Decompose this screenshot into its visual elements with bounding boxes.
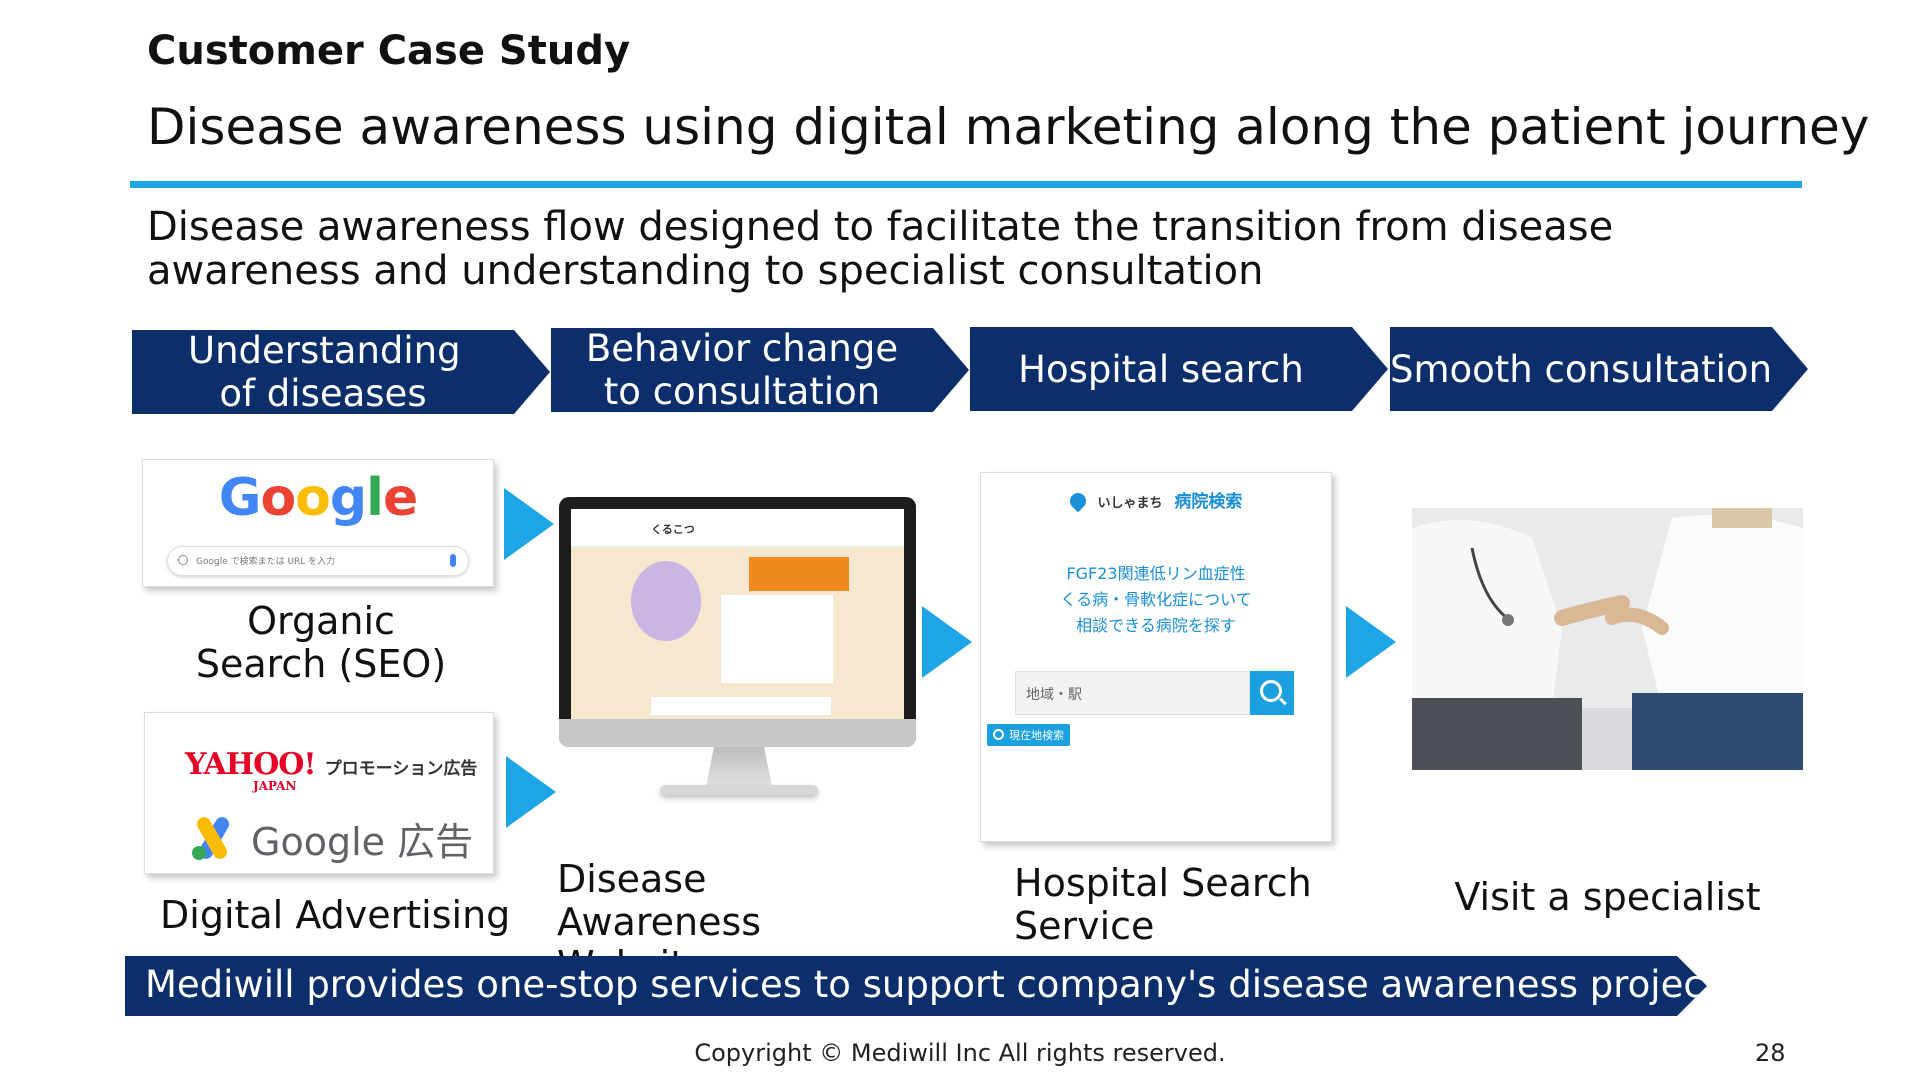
hero-footer-strip <box>651 697 831 715</box>
current-location-button[interactable]: 現在地検索 <box>987 724 1070 746</box>
brand-small-text: いしゃまち <box>1097 496 1163 511</box>
website-logo: くるこつ <box>651 523 695 536</box>
search-icon <box>178 555 188 565</box>
step-label: Smooth consultation <box>1390 347 1773 391</box>
step-label: Behavior change to consultation <box>585 327 899 413</box>
website-header: くるこつ <box>571 509 904 547</box>
page-number: 28 <box>1755 1039 1786 1067</box>
monitor-chin <box>559 719 916 747</box>
caption-digital-advertising: Digital Advertising <box>160 893 511 937</box>
microphone-icon <box>450 554 456 567</box>
google-search-card: Google Google で検索または URL を入力 <box>142 459 494 587</box>
slide-title: Disease awareness using digital marketin… <box>147 98 1870 156</box>
consultation-photo <box>1412 508 1803 770</box>
slide-kicker: Customer Case Study <box>147 28 631 74</box>
step-smooth-consultation: Smooth consultation <box>1390 327 1808 411</box>
hospital-search-heading: FGF23関連低リン血症性 くる病・骨軟化症について 相談できる病院を探す <box>981 561 1331 639</box>
google-logo: Google <box>218 468 419 528</box>
website-monitor: くるこつ <box>559 497 916 747</box>
yahoo-japan-text: JAPAN <box>253 779 297 793</box>
ads-card: YAHOO! JAPAN プロモーション広告 Google 広告 <box>144 712 494 874</box>
location-icon <box>993 729 1004 740</box>
google-search-box: Google で検索または URL を入力 <box>167 546 469 576</box>
hospital-search-brand: いしゃまち 病院検索 <box>981 487 1331 513</box>
copyright-text: Copyright © Mediwill Inc All rights rese… <box>694 1039 1226 1067</box>
brand-text: 病院検索 <box>1174 492 1243 512</box>
caption-visit-specialist: Visit a specialist <box>1454 875 1761 919</box>
google-ads-icon <box>192 816 229 860</box>
caption-organic-search: Organic Search (SEO) <box>195 599 447 686</box>
hero-info-card <box>721 595 833 683</box>
title-divider <box>130 181 1802 188</box>
yahoo-promo-text: プロモーション広告 <box>324 759 478 779</box>
google-ads-text: Google 広告 <box>251 820 474 864</box>
drop-logo-icon <box>1066 489 1089 513</box>
monitor-base <box>660 785 818 795</box>
step-hospital-search: Hospital search <box>970 327 1388 411</box>
website-screen: くるこつ <box>571 509 904 719</box>
current-location-label: 現在地検索 <box>1009 729 1064 742</box>
monitor-stand <box>706 747 772 787</box>
lead-text: Disease awareness flow designed to facil… <box>147 204 1614 294</box>
heading-line: くる病・骨軟化症について <box>1060 590 1252 609</box>
yahoo-promo-logo: YAHOO! JAPAN プロモーション広告 <box>185 747 478 793</box>
heading-line: FGF23関連低リン血症性 <box>1066 564 1246 583</box>
search-button[interactable] <box>1250 671 1294 715</box>
search-icon <box>1260 680 1282 702</box>
hero-orange-box <box>749 557 849 591</box>
step-label: Hospital search <box>1018 347 1304 391</box>
flow-arrow-icon <box>1346 606 1396 678</box>
step-behavior-change: Behavior change to consultation <box>551 328 969 412</box>
step-label: Understanding of diseases <box>188 329 461 415</box>
search-placeholder: Google で検索または URL を入力 <box>196 557 336 567</box>
hero-illustration <box>631 561 701 641</box>
google-ads-logo: Google 広告 <box>189 811 473 866</box>
summary-banner: Mediwill provides one-stop services to s… <box>125 956 1707 1016</box>
flow-arrow-icon <box>506 756 556 828</box>
area-station-input[interactable]: 地域・駅 <box>1015 671 1250 715</box>
hospital-search-card: いしゃまち 病院検索 FGF23関連低リン血症性 くる病・骨軟化症について 相談… <box>980 472 1332 842</box>
yahoo-logo: YAHOO! <box>185 747 317 782</box>
step-understanding: Understanding of diseases <box>132 330 550 414</box>
caption-hospital-service: Hospital Search Service <box>1014 861 1312 948</box>
search-icon-handle <box>1279 697 1287 706</box>
doctor-patient-illustration <box>1412 508 1803 770</box>
flow-arrow-icon <box>922 606 972 678</box>
website-hero <box>571 547 904 719</box>
flow-arrow-icon <box>504 488 554 560</box>
heading-line: 相談できる病院を探す <box>1076 616 1236 635</box>
